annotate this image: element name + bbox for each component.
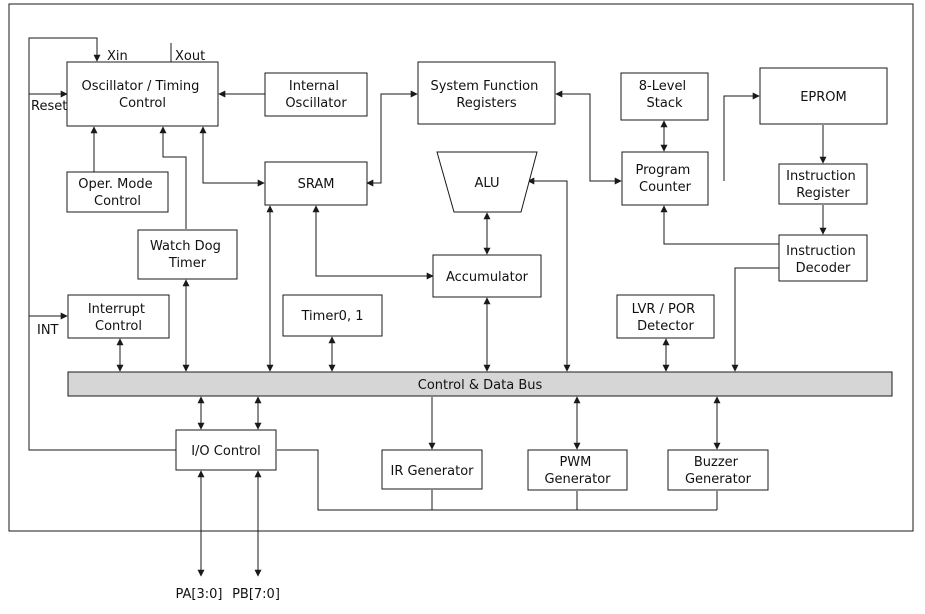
oper-mode-line-1: Oper. Mode — [78, 177, 152, 192]
svg-text:Buzzer Generator: Buzzer Generator — [685, 455, 752, 487]
pwm-line-2: Generator — [544, 472, 611, 487]
pc-line-1: Program — [636, 163, 691, 178]
reset-label: Reset — [31, 99, 67, 114]
stack-line-1: 8-Level — [639, 79, 686, 94]
svg-text:System Function Register: System Function Registers — [430, 79, 542, 111]
ir-line-1: Instruction — [786, 169, 856, 184]
svg-text:Watch Dog Timer: Watch Dog Timer — [150, 239, 225, 271]
decoder-line-1: Instruction — [786, 244, 856, 259]
program-counter-block: Program Counter — [621, 151, 709, 206]
buzzer-line-2: Generator — [685, 472, 752, 487]
reset-line — [28, 37, 176, 451]
decoder-line-2: Decoder — [796, 261, 851, 276]
watchdog-timer-block: Watch Dog Timer — [137, 229, 238, 280]
bus-alu-link — [527, 177, 571, 372]
eprom-label: EPROM — [800, 90, 847, 105]
lvr-line-2: Detector — [637, 319, 694, 334]
alu-block: ALU — [436, 151, 538, 213]
sfr-line-2: Registers — [456, 96, 517, 111]
int-label: INT — [37, 323, 59, 338]
ir-line-2: Register — [796, 186, 850, 201]
watchdog-to-osc — [159, 126, 187, 229]
svg-text:PWM Generator: PWM Generator — [544, 455, 611, 487]
stack-block: 8-Level Stack — [620, 72, 709, 121]
buzzer-line-1: Buzzer — [694, 455, 739, 470]
oscillator-timing-control-block: Oscillator / Timing Control — [66, 61, 219, 127]
interrupt-line-2: Control — [95, 319, 142, 334]
accumulator-block: Accumulator — [432, 254, 542, 298]
sfr-pc-link — [555, 90, 622, 185]
io-control-label: I/O Control — [191, 444, 261, 459]
pwm-generator-block: PWM Generator — [527, 449, 628, 491]
watchdog-line-1: Watch Dog — [150, 239, 221, 254]
svg-text:Internal Oscillator: Internal Oscillator — [285, 79, 347, 111]
timer-block: Timer0, 1 — [282, 294, 383, 337]
io-control-block: I/O Control — [175, 429, 277, 471]
osc-sram-link — [199, 126, 265, 187]
osc-timing-line-2: Control — [119, 96, 166, 111]
pc-line-2: Counter — [639, 180, 692, 195]
svg-text:LVR / POR Detector: LVR / POR Detector — [632, 302, 700, 334]
buzzer-generator-block: Buzzer Generator — [667, 449, 769, 491]
eprom-block: EPROM — [759, 67, 888, 125]
interrupt-line-1: Interrupt — [88, 302, 145, 317]
bus-label: Control & Data Bus — [418, 378, 543, 393]
svg-text:Oscillator / Timing Cont: Oscillator / Timing Control — [81, 79, 203, 111]
control-data-bus: Control & Data Bus — [67, 371, 893, 397]
instruction-decoder-block: Instruction Decoder — [778, 234, 868, 282]
connections — [28, 37, 827, 577]
gen-to-io-line — [277, 449, 718, 511]
svg-text:8-Level Stack: 8-Level Stack — [639, 79, 690, 111]
instruction-register-block: Instruction Register — [778, 163, 868, 205]
ir-generator-label: IR Generator — [390, 464, 474, 479]
sram-block: SRAM — [264, 161, 368, 206]
decoder-to-pc — [660, 205, 779, 245]
sram-label: SRAM — [298, 177, 335, 192]
ir-generator-block: IR Generator — [381, 449, 483, 490]
sfr-line-1: System Function — [430, 79, 538, 94]
pb-label: PB[7:0] — [232, 587, 280, 602]
osc-timing-line-1: Oscillator / Timing — [81, 79, 199, 94]
system-function-registers-block: System Function Registers — [417, 61, 556, 125]
xin-label: Xin — [107, 49, 128, 64]
interrupt-control-block: Interrupt Control — [67, 294, 170, 339]
svg-text:Oper. Mode Control: Oper. Mode Control — [78, 177, 156, 209]
accumulator-label: Accumulator — [446, 270, 529, 285]
pwm-line-1: PWM — [559, 455, 591, 470]
stack-line-2: Stack — [647, 96, 683, 111]
lvr-line-1: LVR / POR — [632, 302, 696, 317]
oper-mode-control-block: Oper. Mode Control — [66, 171, 169, 213]
acc-sram-link — [312, 205, 434, 280]
svg-text:Instruction Register: Instruction Register — [786, 169, 860, 201]
sram-sfr-link — [366, 90, 418, 187]
internal-oscillator-block: Internal Oscillator — [264, 72, 368, 117]
pa-label: PA[3:0] — [176, 587, 223, 602]
svg-text:Program Counter: Program Counter — [636, 163, 695, 195]
internal-osc-line-1: Internal — [289, 79, 339, 94]
alu-label: ALU — [474, 176, 499, 191]
oper-mode-line-2: Control — [94, 194, 141, 209]
decoder-to-bus — [731, 267, 779, 372]
watchdog-line-2: Timer — [168, 256, 207, 271]
internal-osc-line-2: Oscillator — [285, 96, 347, 111]
svg-text:Instruction Decoder: Instruction Decoder — [786, 244, 860, 276]
pc-to-eprom — [723, 92, 760, 181]
svg-text:Interrupt Control: Interrupt Control — [88, 302, 149, 334]
timer-label: Timer0, 1 — [301, 309, 364, 324]
lvr-por-detector-block: LVR / POR Detector — [616, 294, 715, 339]
xout-label: Xout — [175, 49, 205, 64]
